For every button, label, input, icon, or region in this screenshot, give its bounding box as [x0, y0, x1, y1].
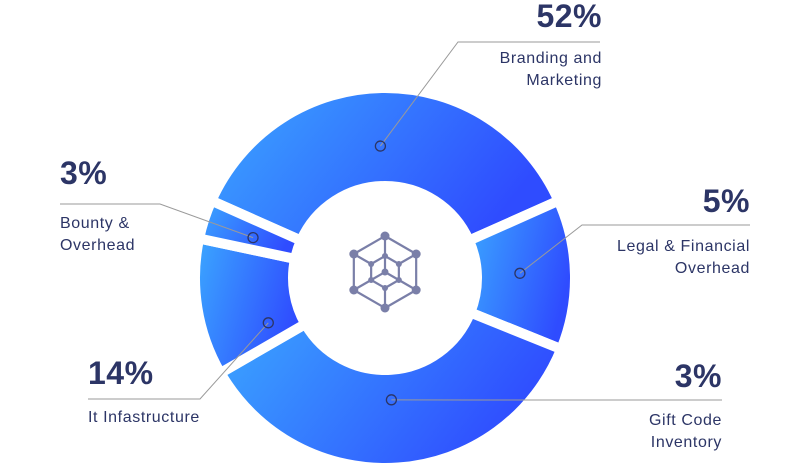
slice-label-branding: Branding and Marketing [500, 48, 602, 92]
slice-value-legal: 5% [702, 183, 750, 219]
icon-node [349, 249, 359, 259]
slice-label-bounty: Bounty & Overhead [60, 213, 135, 257]
slice-label-line: Overhead [674, 260, 750, 277]
leader-line-legal [519, 224, 750, 274]
slice-label-line: Legal & Financial [617, 238, 750, 255]
icon-node [368, 277, 375, 283]
icon-edge [384, 289, 417, 309]
leader-dot-bounty [247, 232, 259, 244]
icon-node [395, 277, 402, 283]
icon-node [411, 285, 421, 295]
leader-line-branding [379, 41, 600, 147]
slice-label-legal: Legal & Financial Overhead [617, 236, 750, 280]
icon-node [380, 231, 390, 241]
leader-line-infrastructure [88, 322, 269, 400]
slice-value-branding: 52% [536, 0, 602, 34]
donut-slice-branding [204, 83, 566, 248]
icon-node [349, 285, 359, 295]
slice-label-giftcode: Gift Code Inventory [649, 410, 722, 454]
donut-slice-giftcode [213, 305, 568, 470]
slice-label-line: Inventory [650, 434, 722, 451]
slice-value-bounty: 3% [60, 155, 108, 191]
slice-label-line: Marketing [526, 72, 602, 89]
slice-label-infrastructure: It Infastructure [88, 407, 200, 429]
slice-value-infrastructure: 14% [88, 355, 154, 391]
slice-label-line: Branding and [499, 50, 602, 67]
icon-node [411, 249, 421, 259]
leader-dot-giftcode [385, 394, 398, 406]
slice-label-line: Overhead [60, 237, 136, 254]
icon-node [395, 261, 402, 267]
icon-node [380, 303, 390, 313]
leader-lines [60, 41, 750, 406]
leader-dot-branding [374, 140, 387, 152]
slice-value-giftcode: 3% [674, 358, 722, 394]
icon-node [368, 261, 375, 267]
leader-dot-legal [514, 267, 526, 279]
icon-edge [384, 235, 417, 255]
slice-label-line: Bounty & [60, 215, 130, 232]
icon-edge [353, 235, 386, 255]
icon-node [381, 268, 389, 276]
icon-node [382, 253, 388, 259]
icon-node [382, 285, 388, 291]
donut-slices [190, 83, 580, 470]
leader-dot-infrastructure [262, 317, 274, 329]
leader-line-bounty [60, 203, 254, 239]
donut-slice-bounty [193, 194, 308, 265]
icon-edge [353, 289, 386, 309]
slice-label-line: It Infastructure [88, 409, 200, 426]
slice-label-line: Gift Code [649, 412, 722, 429]
network-hexagon-icon [349, 231, 421, 313]
